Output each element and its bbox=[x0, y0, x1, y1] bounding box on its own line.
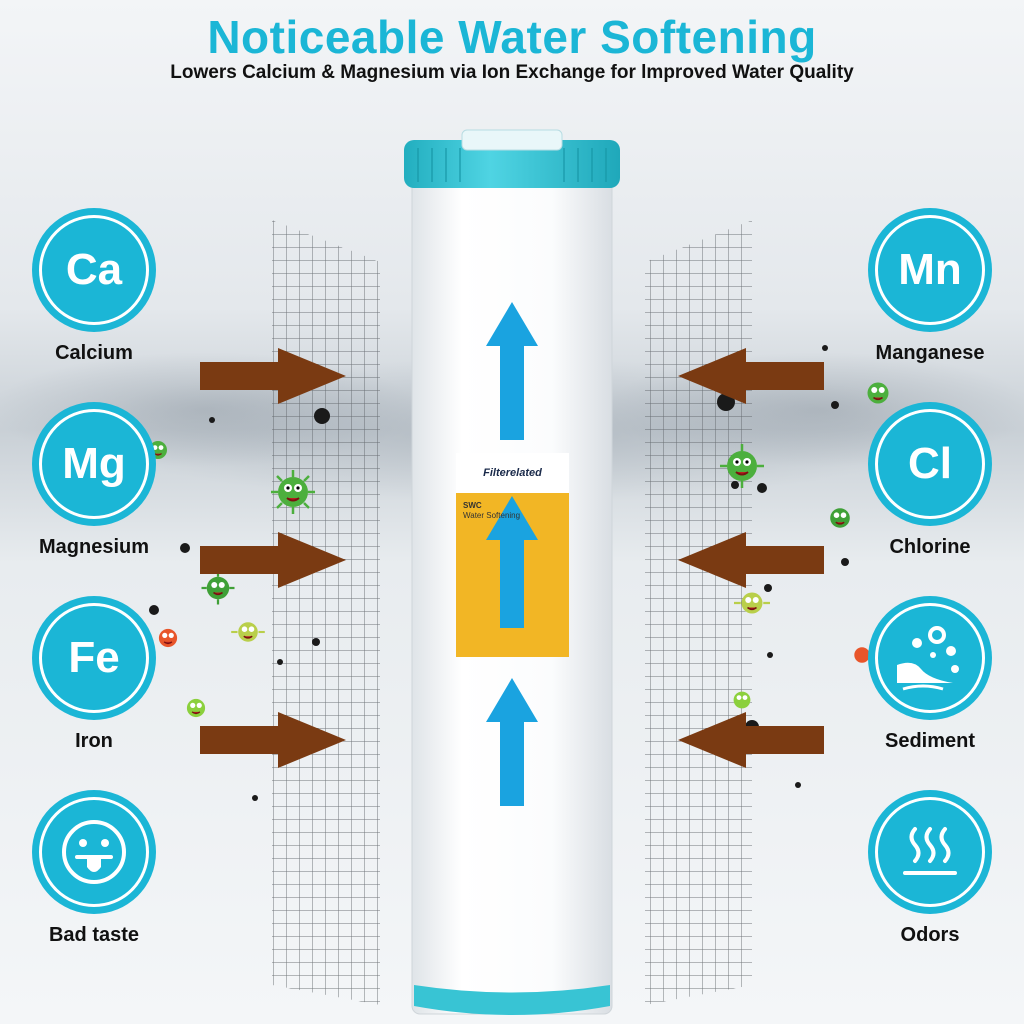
water-flow-arrows bbox=[486, 302, 538, 806]
calcium-label: Calcium bbox=[55, 342, 133, 364]
manganese-label: Manganese bbox=[875, 342, 985, 364]
sediment-particles-icon bbox=[897, 626, 959, 691]
filter-model: SWC bbox=[463, 501, 482, 510]
filter-label: Filterelated SWC Water Softening bbox=[456, 453, 569, 657]
iron-label: Iron bbox=[75, 730, 113, 752]
sediment-label: Sediment bbox=[884, 730, 976, 752]
magnesium-label: Magnesium bbox=[38, 536, 150, 558]
odor-waves-icon bbox=[903, 827, 957, 875]
tongue-face-icon bbox=[62, 820, 126, 884]
page-title: Noticeable Water Softening bbox=[207, 11, 817, 63]
bad-taste-label: Bad taste bbox=[48, 924, 140, 946]
odors-label: Odors bbox=[900, 924, 960, 946]
right-filter-mesh bbox=[645, 220, 752, 1005]
left-filter-mesh bbox=[272, 220, 380, 1005]
contaminant-arrows bbox=[200, 348, 824, 768]
bad-taste-badge bbox=[32, 790, 156, 914]
chlorine-label: Chlorine bbox=[889, 536, 971, 558]
magnesium-badge: Mg bbox=[32, 402, 156, 526]
iron-badge: Fe bbox=[32, 596, 156, 720]
chlorine-badge: Cl bbox=[868, 402, 992, 526]
calcium-badge: Ca bbox=[32, 208, 156, 332]
sediment-badge bbox=[868, 596, 992, 720]
germ-icons bbox=[149, 382, 889, 718]
filter-product-name: Water Softening bbox=[463, 511, 521, 520]
manganese-badge: Mn bbox=[868, 208, 992, 332]
page-subtitle: Lowers Calcium & Magnesium via Ion Excha… bbox=[170, 62, 854, 83]
filter-brand: Filterelated bbox=[483, 467, 542, 479]
odors-badge bbox=[868, 790, 992, 914]
